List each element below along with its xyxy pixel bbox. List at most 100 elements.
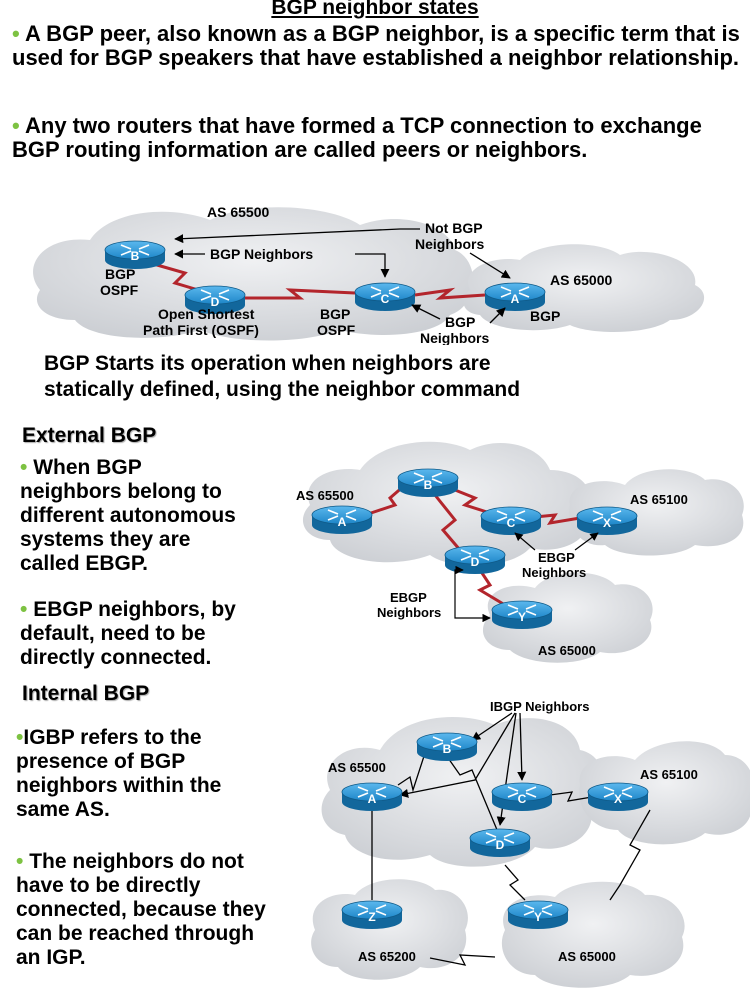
cloud-as-65100 (579, 741, 750, 845)
bullet-glyph: • (12, 113, 20, 138)
link-d-c (245, 288, 356, 300)
ibgp-arrow-to-a (399, 712, 516, 798)
cloud-as-65000 (501, 881, 685, 988)
int-b2-line5: an IGP. (16, 946, 86, 969)
ebgp-right-2: Neighbors (522, 565, 586, 580)
ext-b1-line5: called EBGP. (20, 552, 149, 575)
internal-bullet-1: •IGBP refers to the presence of BGP neig… (16, 726, 316, 822)
ebgp-left-2: Neighbors (377, 605, 441, 620)
router-label-d: D (496, 838, 505, 852)
bullet-glyph: • (20, 598, 28, 621)
router-label-b: B (443, 742, 452, 756)
router-label-y: Y (534, 910, 542, 924)
ext-b1-line2: neighbors belong to (20, 480, 222, 503)
router-label-b: B (424, 478, 433, 492)
bullet-glyph: • (16, 850, 24, 873)
int-b1-line3: neighbors within the (16, 774, 222, 797)
ext-b2-line1: EBGP neighbors, by (33, 598, 236, 621)
as-65000-label: AS 65000 (550, 272, 612, 288)
ext-b1-line4: systems they are (20, 528, 191, 551)
router-label-a: A (338, 515, 347, 529)
operation-statement: BGP Starts its operation when neighbors … (44, 351, 744, 403)
b-protocol-ospf: OSPF (100, 282, 139, 298)
as-65200-label: AS 65200 (358, 949, 416, 964)
internal-bgp-heading: Internal BGP (22, 682, 150, 705)
router-label-b: B (131, 249, 140, 263)
ext-b1-line1: When BGP (33, 456, 142, 479)
router-label-d: D (471, 555, 480, 569)
router-label-z: Z (368, 910, 375, 924)
ibgp-arrow-to-c (517, 712, 527, 781)
external-bullet-2: • EBGP neighbors, by default, need to be… (20, 598, 300, 670)
a-protocol-bgp: BGP (530, 308, 560, 324)
ebgp-left-1: EBGP (390, 590, 427, 605)
link-z-y (429, 954, 496, 966)
router-label-a: A (511, 292, 520, 306)
cloud-as-65000 (482, 572, 653, 663)
link-d-y (476, 569, 506, 607)
ext-b1-line3: different autonomous (20, 504, 236, 527)
intro-paragraph-2: • Any two routers that have formed a TCP… (12, 114, 742, 162)
statement-line-2: statically defined, using the neighbor c… (44, 378, 521, 401)
int-b1-line4: same AS. (16, 798, 110, 821)
c-protocol-bgp: BGP (320, 306, 350, 322)
link-c-x (549, 791, 593, 802)
ibgp-diagram: B A C X D Z Y IBGP Neighbors AS 65500 AS… (311, 699, 750, 988)
router-label-c: C (518, 792, 527, 806)
ibgp-neighbors-label: IBGP Neighbors (490, 699, 589, 714)
intro-paragraph-1: • A BGP peer, also known as a BGP neighb… (12, 22, 742, 70)
cloud-as-65200 (311, 879, 468, 980)
router-label-x: X (603, 516, 611, 530)
link-c-x (534, 513, 581, 526)
router-label-a: A (368, 792, 377, 806)
internal-bullet-2: • The neighbors do not have to be direct… (16, 850, 326, 970)
d-protocol-line2: Path First (OSPF) (143, 322, 259, 338)
router-label-d: D (211, 295, 220, 309)
int-b1-line2: presence of BGP (16, 750, 186, 773)
router-label-y: Y (518, 610, 526, 624)
bullet-glyph: • (16, 726, 24, 749)
cloud-as-65500 (321, 717, 603, 867)
bgp-neighbors-lower-2: Neighbors (420, 330, 489, 345)
arrow-to-c (514, 532, 536, 551)
intro-text-1: A BGP peer, also known as a BGP neighbor… (12, 21, 740, 70)
link-c-a (414, 287, 486, 300)
as-65500-label: AS 65500 (207, 204, 269, 220)
int-b2-line4: can be reached through (16, 922, 255, 945)
arrow-to-d (454, 565, 464, 610)
bgp-neighbors-diagram: B D C A AS 65500 AS 65000 BGP OSPF Open … (33, 204, 705, 345)
link-b-d (445, 754, 501, 838)
router-label-x: X (614, 792, 622, 806)
link-a-b (364, 483, 406, 517)
b-protocol-bgp: BGP (105, 266, 135, 282)
router-label-c: C (381, 292, 390, 306)
ext-b2-line3: directly connected. (20, 646, 212, 669)
external-bullet-1: • When BGP neighbors belong to different… (20, 456, 300, 576)
not-bgp-label-2: Neighbors (415, 236, 484, 252)
arrow-lower-to-a (489, 307, 506, 324)
link-b-c (449, 486, 491, 515)
bgp-neighbors-label: BGP Neighbors (210, 246, 313, 262)
arrow-not-bgp-to-a (469, 252, 511, 279)
ibgp-arrow-to-b (471, 712, 513, 741)
bullet-glyph: • (12, 21, 20, 46)
arrow-to-c (355, 253, 390, 278)
as-65500-label: AS 65500 (328, 760, 386, 775)
ebgp-diagram: A B C X D Y AS 65500 AS 65100 AS 65000 E… (296, 441, 744, 663)
bgp-neighbors-lower-1: BGP (445, 314, 475, 330)
cloud-as-65500 (302, 441, 591, 566)
int-b2-line2: have to be directly (16, 874, 201, 897)
arrow-not-bgp-to-b (174, 228, 420, 244)
ebgp-right-1: EBGP (538, 550, 575, 565)
link-b-d (433, 494, 462, 551)
not-bgp-label-1: Not BGP (425, 220, 483, 236)
as-65100-label: AS 65100 (630, 492, 688, 507)
d-protocol-line1: Open Shortest (158, 306, 255, 322)
arrow-lower-to-c (411, 304, 441, 320)
ext-b2-line2: default, need to be (20, 622, 206, 645)
router-label-c: C (507, 516, 516, 530)
bullet-glyph: • (20, 456, 28, 479)
arrow-to-x (574, 532, 599, 551)
link-a-b (397, 749, 427, 793)
as-65500-label: AS 65500 (296, 488, 354, 503)
